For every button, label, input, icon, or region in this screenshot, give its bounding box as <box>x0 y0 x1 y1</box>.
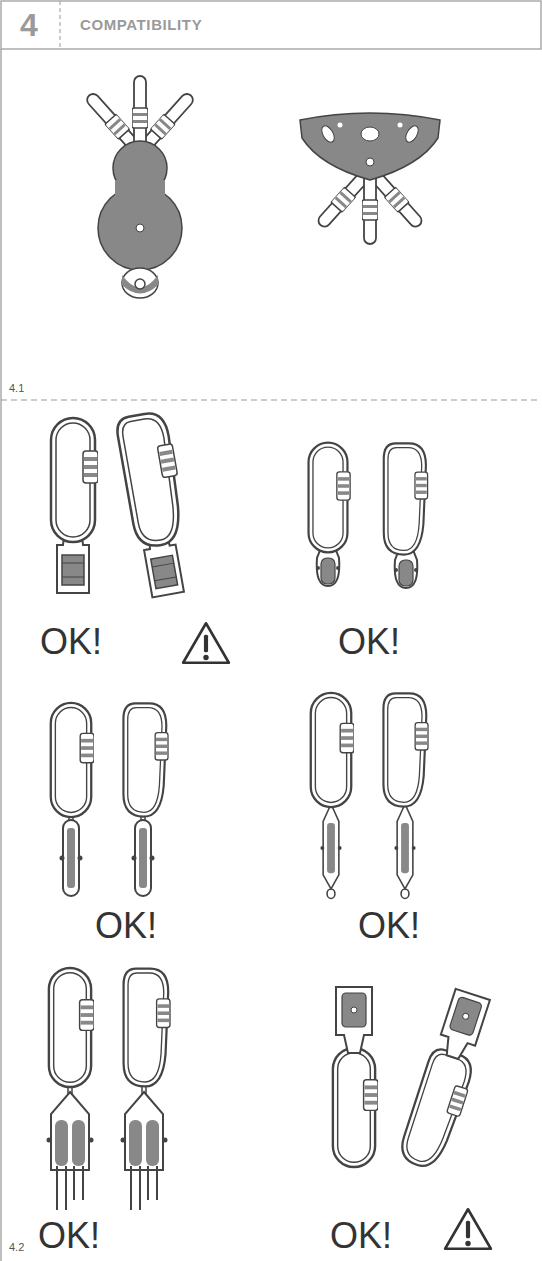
plate-connectors <box>300 113 440 244</box>
figure-number: 4.1 <box>9 383 24 394</box>
carabiner-pulley <box>51 410 428 663</box>
ok-mark: OK! <box>330 1218 392 1254</box>
ok-mark: OK! <box>95 908 157 944</box>
ok-mark: OK! <box>358 908 420 944</box>
ok-mark: OK! <box>38 1218 100 1254</box>
pulley-connectors <box>83 76 197 298</box>
carabiner-pulley <box>47 968 497 1249</box>
section-number: 4 <box>20 9 38 41</box>
ok-mark: OK! <box>40 624 102 660</box>
figure-number: 4.2 <box>9 1242 24 1253</box>
carabiner-pulley <box>51 693 428 898</box>
ok-mark: OK! <box>338 624 400 660</box>
section-title: COMPATIBILITY <box>80 17 202 32</box>
